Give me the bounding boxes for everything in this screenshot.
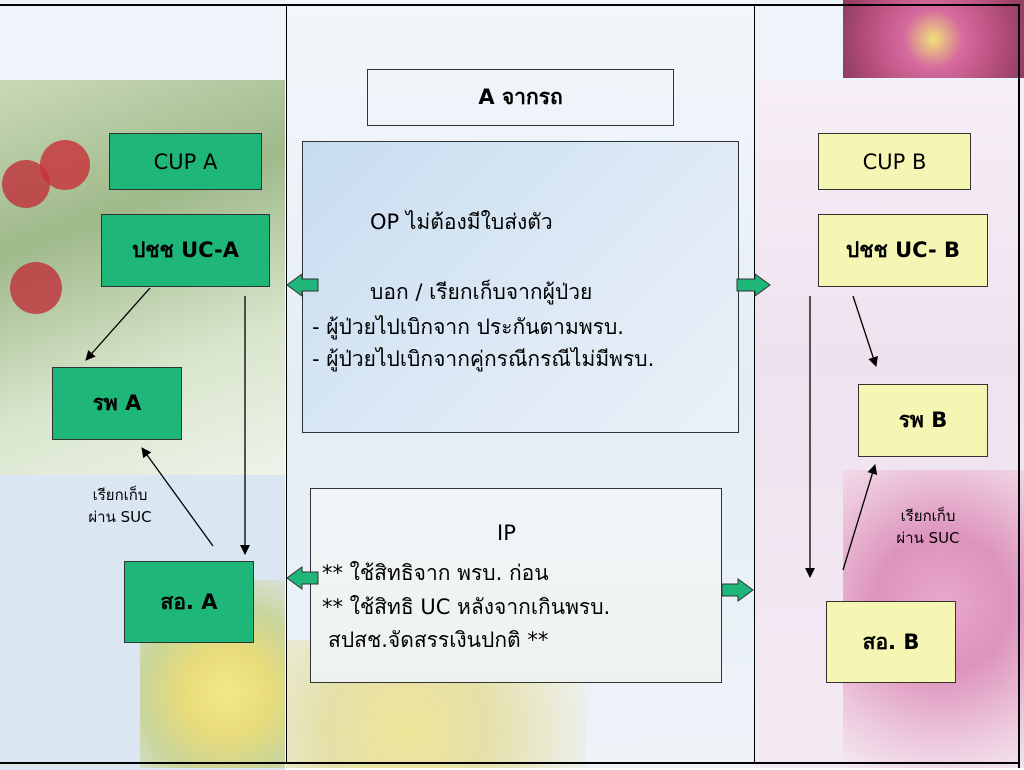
arrow-uc-a-to-hospital-a (85, 287, 151, 361)
column-divider-left (286, 4, 287, 764)
op-line-1: OP ไม่ต้องมีใบส่งตัว (370, 210, 553, 234)
block-arrow-op-left (286, 273, 319, 297)
background-pink-flower-top (843, 0, 1024, 78)
left-billing-note-line1: เรียกเก็บ (92, 486, 148, 504)
ip-panel (310, 488, 722, 683)
hospital-b-box: รพ B (858, 384, 988, 457)
arrow-uc-b-to-hospital-b (852, 295, 878, 367)
frame-right-line (1018, 4, 1020, 768)
ip-line-1: IP (497, 521, 516, 545)
cup-a-box: CUP A (109, 133, 262, 190)
title-box: A จากรถ (367, 69, 674, 126)
hospital-a-label: รพ A (92, 391, 142, 415)
uc-a-box: ปชช UC-A (101, 214, 270, 287)
cup-b-box: CUP B (818, 133, 971, 190)
left-billing-note-line2: ผ่าน SUC (88, 508, 152, 526)
op-line-3: - ผู้ป่วยไปเบิกจาก ประกันตามพรบ. (312, 315, 624, 339)
uc-b-label: ปชช UC- B (845, 238, 961, 262)
block-arrow-ip-left (286, 566, 319, 590)
op-line-2: บอก / เรียกเก็บจากผู้ป่วย (370, 280, 593, 304)
ip-line-4: สปสช.จัดสรรเงินปกติ ** (328, 628, 549, 652)
uc-a-label: ปชช UC-A (131, 238, 240, 262)
left-billing-note: เรียกเก็บ ผ่าน SUC (60, 484, 180, 528)
health-center-b-box: สอ. B (826, 601, 956, 683)
right-billing-note-line2: ผ่าน SUC (896, 529, 960, 547)
hospital-b-label: รพ B (898, 408, 948, 432)
right-billing-note: เรียกเก็บ ผ่าน SUC (868, 505, 988, 549)
frame-bottom-line (0, 762, 1020, 764)
health-center-a-box: สอ. A (124, 561, 254, 643)
ip-line-3: ** ใช้สิทธิ UC หลังจากเกินพรบ. (322, 595, 611, 619)
column-divider-right (754, 4, 755, 764)
cup-b-label: CUP B (862, 149, 927, 174)
right-billing-note-line1: เรียกเก็บ (900, 507, 956, 525)
background-berry-2 (40, 140, 90, 190)
arrow-health-center-a-to-hospital-a (141, 447, 214, 547)
health-center-b-label: สอ. B (862, 629, 920, 654)
hospital-a-box: รพ A (52, 367, 182, 440)
block-arrow-op-right (736, 273, 771, 297)
op-panel (302, 141, 739, 433)
title-text: A จากรถ (478, 85, 563, 109)
health-center-a-label: สอ. A (160, 589, 218, 614)
frame-top-line (0, 4, 1020, 6)
background-berry-3 (10, 262, 62, 314)
arrow-health-center-b-to-hospital-b (842, 464, 878, 571)
block-arrow-ip-right (721, 578, 754, 602)
cup-a-label: CUP A (153, 149, 218, 174)
ip-line-2: ** ใช้สิทธิจาก พรบ. ก่อน (322, 561, 549, 585)
uc-b-box: ปชช UC- B (818, 214, 988, 287)
op-line-4: - ผู้ป่วยไปเบิกจากคู่กรณีกรณีไม่มีพรบ. (312, 347, 655, 371)
